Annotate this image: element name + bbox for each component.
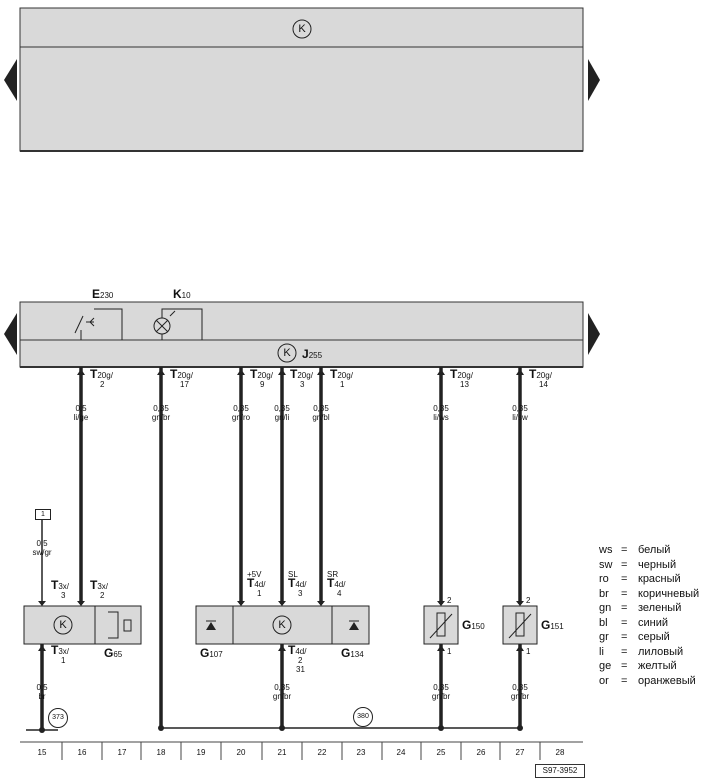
g65-k-symbol-label: K <box>59 619 67 631</box>
component-g107-label: G107 <box>200 646 223 660</box>
j255-symbol-label: K <box>283 347 291 359</box>
column-number: 23 <box>356 748 366 757</box>
column-number: 17 <box>117 748 127 757</box>
arrow-right-icon[interactable] <box>588 59 600 101</box>
legend-row: ro=красный <box>599 573 681 585</box>
arrow-right-icon[interactable] <box>588 313 600 355</box>
g107-g134-k-symbol-label: K <box>278 619 286 631</box>
sensor-g65-box <box>23 605 142 645</box>
column-number: 19 <box>196 748 206 757</box>
component-k10-label: K10 <box>173 287 191 301</box>
column-number: 26 <box>476 748 486 757</box>
column-number: 15 <box>37 748 47 757</box>
component-g150-label: G150 <box>462 618 485 632</box>
legend-row: or=оранжевый <box>599 674 696 687</box>
ground-ref-373[interactable]: 373 <box>48 708 68 728</box>
legend-row: ws=белый <box>599 544 671 556</box>
legend-row: br=коричневый <box>599 587 700 600</box>
top-control-unit-block <box>19 7 584 152</box>
top-block-k-symbol <box>292 19 312 39</box>
component-e230-label: E230 <box>92 287 114 301</box>
column-number: 24 <box>396 748 406 757</box>
connector-t20g-1: T20g/1 <box>330 367 353 389</box>
connector-t3x-3: T3x/3 <box>51 578 70 600</box>
connector-t20g-9: T20g/9 <box>250 367 273 389</box>
legend-row: gn=зеленый <box>599 602 682 614</box>
g151-pin-bottom: 1 <box>526 647 531 656</box>
connector-t3x-1: T3x/1 <box>51 643 70 665</box>
top-block-symbol-label: K <box>298 23 306 35</box>
legend-row: sw=черный <box>599 558 677 571</box>
sensor-g151-box <box>502 605 538 645</box>
top-connector-arrows <box>38 369 524 651</box>
legend-row: bl=синий <box>599 616 669 629</box>
g151-pin-top: 2 <box>526 596 531 605</box>
column-number: 28 <box>555 748 565 757</box>
connector-t20g-3: T20g/3 <box>290 367 313 389</box>
g150-pin-bottom: 1 <box>447 647 452 656</box>
component-g65-label: G65 <box>104 646 123 660</box>
legend-row: ge=желтый <box>599 660 677 672</box>
connector-t20g-17: T20g/17 <box>170 367 193 389</box>
component-g151-label: G151 <box>541 618 564 632</box>
column-number: 27 <box>515 748 525 757</box>
column-grid <box>20 741 583 760</box>
column-number: 25 <box>436 748 446 757</box>
column-number: 21 <box>277 748 287 757</box>
connector-t20g-2: T20g/2 <box>90 367 113 389</box>
g150-pin-top: 2 <box>447 596 452 605</box>
column-number: 22 <box>317 748 327 757</box>
junction-dots <box>39 725 523 733</box>
diagram-code-stamp: S97-3952 <box>535 764 585 778</box>
ground-ref-380[interactable]: 380 <box>353 707 373 727</box>
component-g134-label: G134 <box>341 646 364 660</box>
component-j255-label: J255 <box>302 347 323 361</box>
column-number: 20 <box>236 748 246 757</box>
lower-wires <box>26 644 522 731</box>
lamp-k10-symbol <box>153 308 203 340</box>
arrow-left-icon[interactable] <box>4 59 17 101</box>
sensor-g107-g134-box <box>195 605 370 645</box>
column-number: 16 <box>77 748 87 757</box>
main-control-unit-block <box>19 301 584 368</box>
connector-t20g-14: T20g/14 <box>529 367 552 389</box>
wire-color-legend: ws=белый sw=черный ro=красный br=коричне… <box>599 543 699 688</box>
legend-row: gr=серый <box>599 631 670 643</box>
j255-k-symbol <box>277 343 297 363</box>
column-number: 18 <box>156 748 166 757</box>
sensor-g150-box <box>423 605 459 645</box>
arrow-left-icon[interactable] <box>4 313 17 355</box>
switch-e230-symbol <box>74 308 123 340</box>
connector-t20g-13: T20g/13 <box>450 367 473 389</box>
legend-row: li=лиловый <box>599 645 684 658</box>
reference-box[interactable]: 1 <box>35 509 51 520</box>
connector-t3x-2: T3x/2 <box>90 578 109 600</box>
